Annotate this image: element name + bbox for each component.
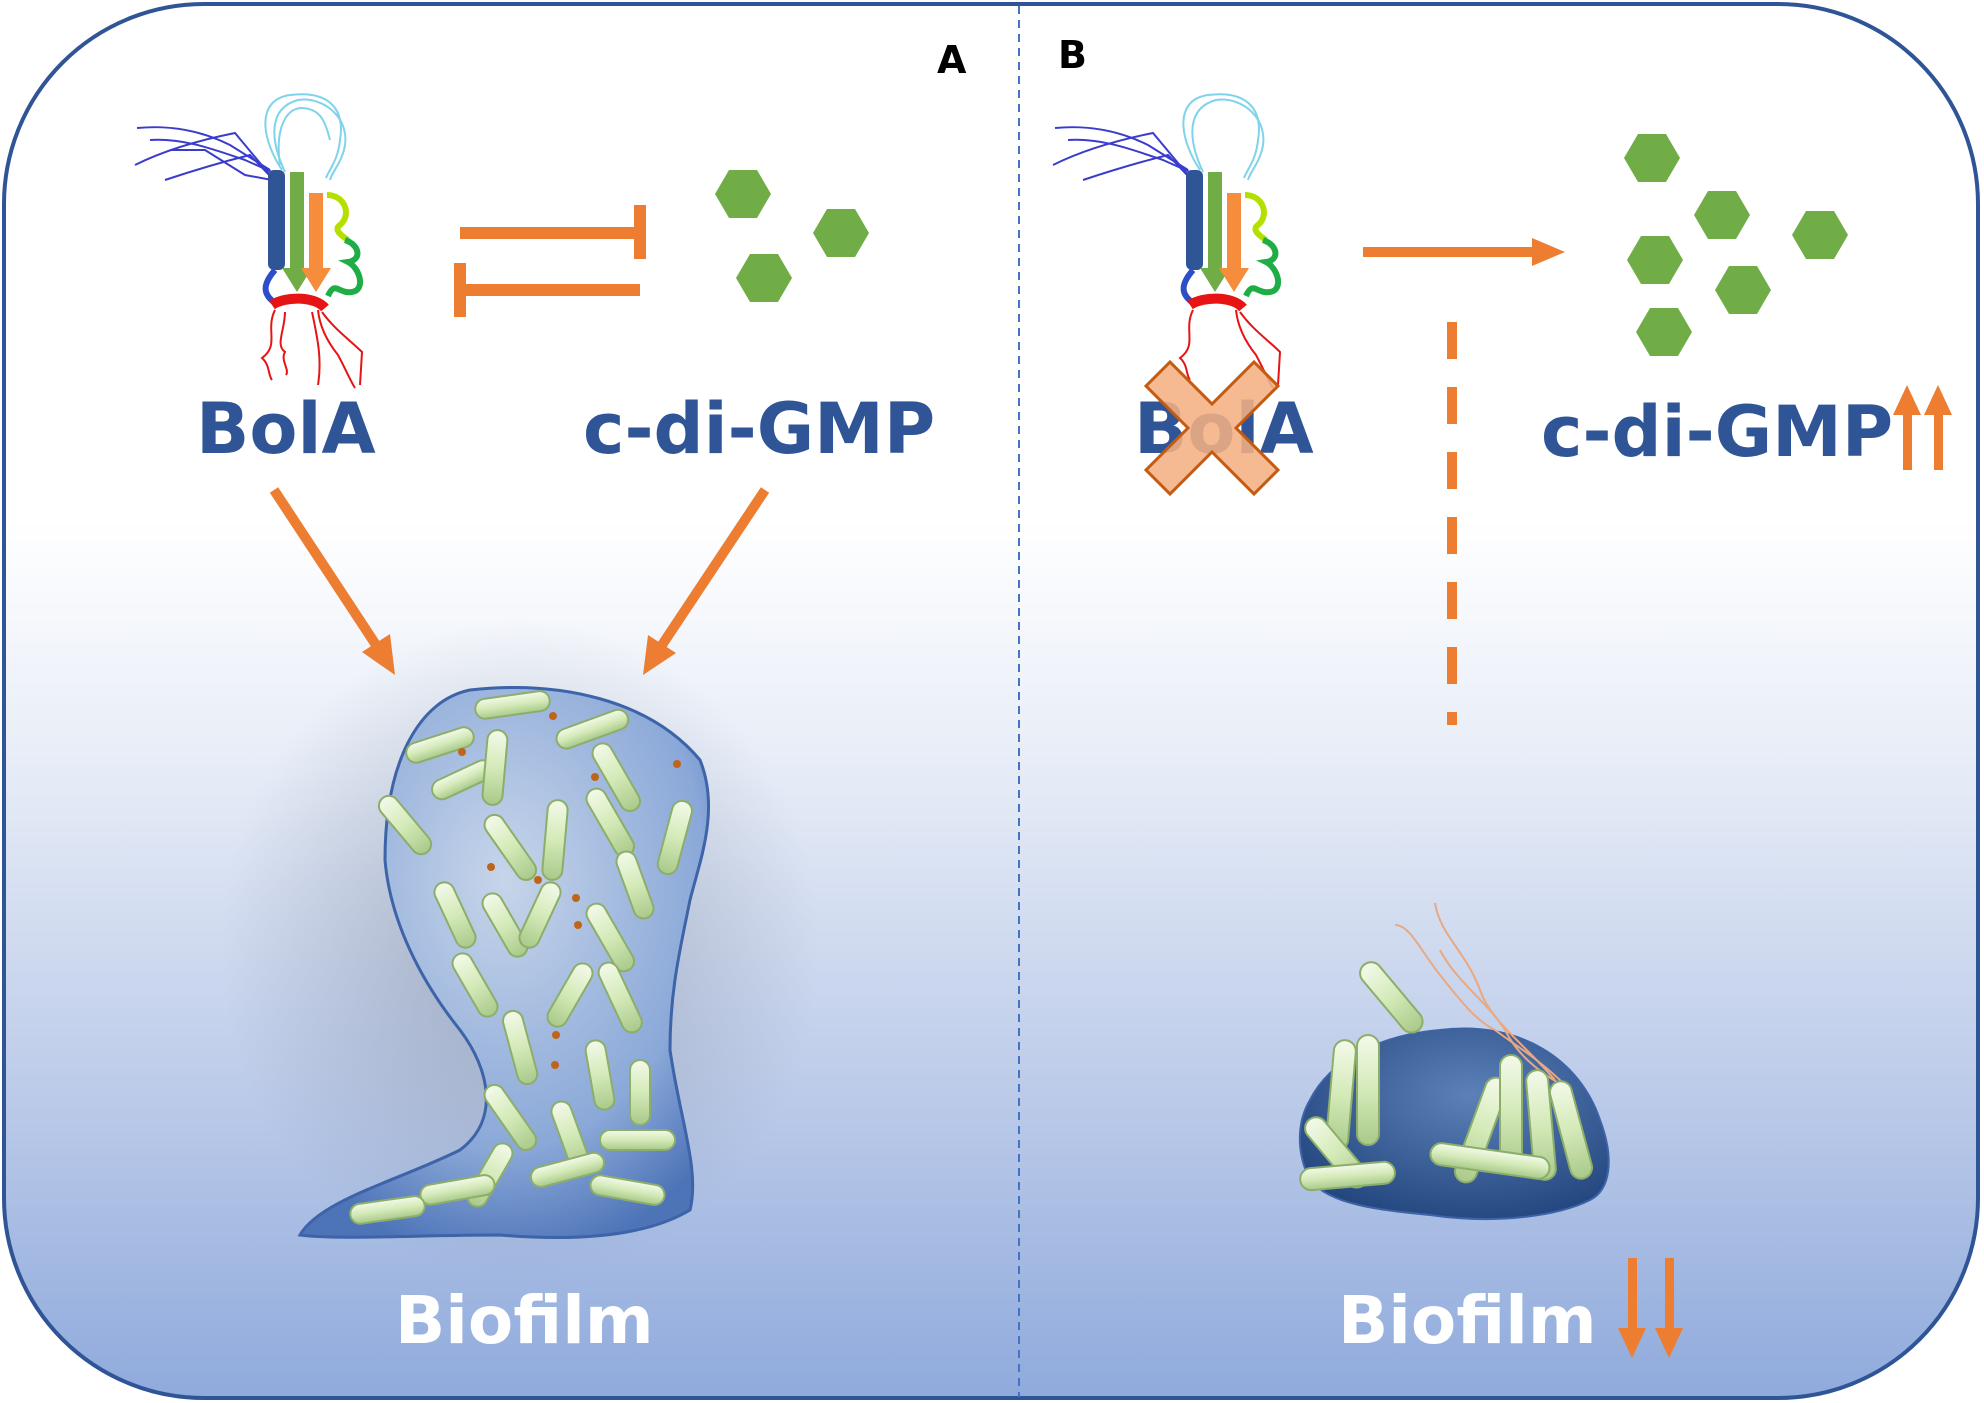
protein-helix xyxy=(268,170,285,270)
c-di-gmp-hexagon xyxy=(1715,266,1771,314)
protein-beta-strand-green xyxy=(282,172,312,292)
c-di-gmp-hexagon xyxy=(1792,211,1848,259)
protein-n-terminal-strands xyxy=(134,126,273,181)
panel-a-label: A xyxy=(937,38,967,82)
biofilm-label-b: Biofilm xyxy=(1338,1282,1597,1359)
decrease-arrows-icon xyxy=(1618,1258,1683,1358)
protein-top-loops xyxy=(264,93,347,181)
bola-protein-structure-a xyxy=(134,93,364,389)
c-di-gmp-hexagon xyxy=(736,254,792,302)
c-di-gmp-molecules-b xyxy=(1624,134,1848,356)
bola-label-a: BolA xyxy=(196,388,376,470)
c-di-gmp-label-b: c-di-GMP xyxy=(1541,391,1893,473)
bacteria-cluster-a xyxy=(349,690,693,1225)
protein-red-turn xyxy=(269,293,329,312)
biofilm-particles-a xyxy=(458,712,681,1069)
c-di-gmp-hexagon xyxy=(813,209,869,257)
biofilm-small xyxy=(1298,902,1610,1220)
inhibition-bolA-to-c-di-gmp xyxy=(460,205,646,259)
c-di-gmp-hexagon xyxy=(1624,134,1680,182)
protein-beta-strand-orange xyxy=(301,193,331,292)
bacteria-cluster-b xyxy=(1299,961,1594,1192)
inhibition-c-di-gmp-to-bolA xyxy=(454,263,640,317)
increase-arrows-icon xyxy=(1893,385,1952,470)
c-di-gmp-hexagon xyxy=(1694,191,1750,239)
c-di-gmp-hexagon xyxy=(1627,236,1683,284)
biofilm-large xyxy=(220,620,820,1280)
c-di-gmp-label-a: c-di-GMP xyxy=(583,388,935,470)
bola-protein-structure-b xyxy=(1052,93,1282,389)
c-di-gmp-molecules-a xyxy=(715,170,869,302)
arrow-bola-to-c-di-gmp xyxy=(1363,238,1565,266)
c-di-gmp-hexagon xyxy=(1636,308,1692,356)
c-di-gmp-hexagon xyxy=(715,170,771,218)
deletion-cross-icon xyxy=(1143,359,1281,497)
panel-b-label: B xyxy=(1058,33,1087,77)
biofilm-label-a: Biofilm xyxy=(395,1282,654,1359)
